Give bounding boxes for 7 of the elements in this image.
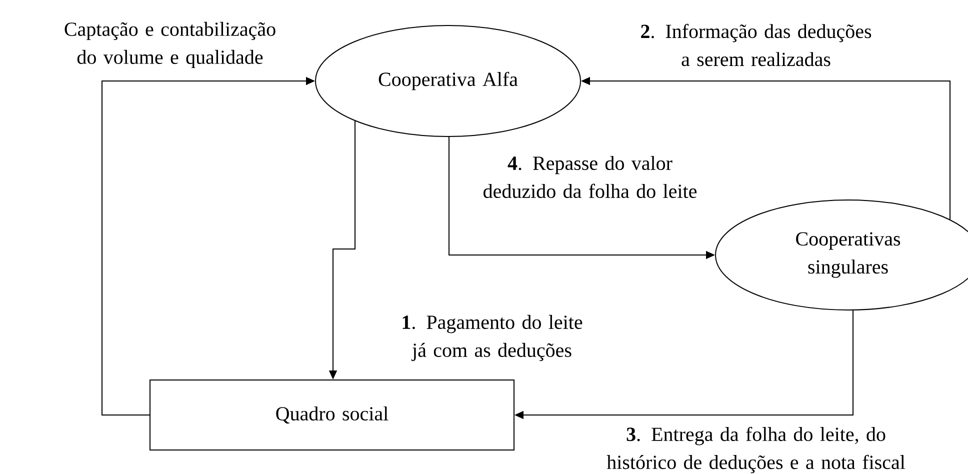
process-box: Quadro social [150,380,514,450]
edge-label: 3. Entrega da folha do leite, do histórico de deduções e a nota fiscal [606,426,906,474]
edge-label: 4. Repasse do valor deduzido da folha do leite [484,156,697,198]
edge-label: 1. Pagamento do leite já com as deduções [402,314,582,362]
ellipse-node: Cooperativa Alfa [315,25,581,137]
edge-label: 2. Informação das deduções a serem realizadas [641,24,872,66]
edge-label: Captação e contabilização do volume e qualidade [64,22,276,68]
